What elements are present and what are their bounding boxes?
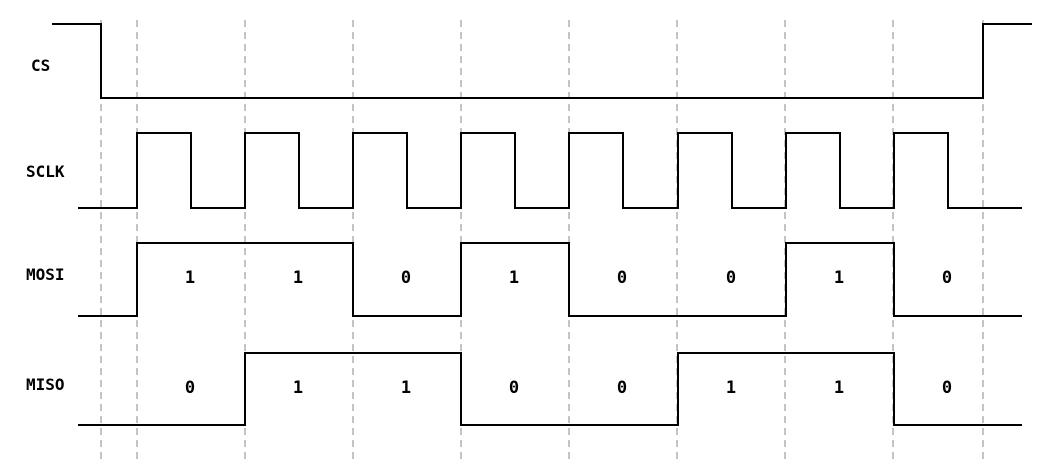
mosi-bit-value: 0 bbox=[401, 268, 411, 288]
mosi-bit-value: 1 bbox=[834, 268, 844, 288]
mosi-waveform bbox=[78, 242, 1022, 317]
mosi-bit-value: 0 bbox=[726, 268, 736, 288]
miso-bit-values: 0 1 1 0 0 1 1 0 bbox=[185, 378, 952, 398]
mosi-bit-value: 1 bbox=[185, 268, 195, 288]
mosi-bit-value: 1 bbox=[509, 268, 519, 288]
mosi-bit-values: 1 1 0 1 0 0 1 0 bbox=[185, 268, 952, 288]
sclk-waveform bbox=[78, 132, 1022, 209]
miso-label: MISO bbox=[26, 375, 65, 394]
mosi-bit-value: 0 bbox=[942, 268, 952, 288]
mosi-bit-value: 0 bbox=[617, 268, 627, 288]
miso-bit-value: 1 bbox=[401, 378, 411, 398]
mosi-bit-value: 1 bbox=[293, 268, 303, 288]
waveforms bbox=[52, 23, 1032, 426]
miso-bit-value: 1 bbox=[293, 378, 303, 398]
miso-waveform bbox=[78, 352, 1022, 426]
cs-label: CS bbox=[31, 56, 50, 75]
miso-bit-value: 1 bbox=[726, 378, 736, 398]
sclk-label: SCLK bbox=[26, 162, 65, 181]
miso-bit-value: 1 bbox=[834, 378, 844, 398]
mosi-label: MOSI bbox=[26, 265, 65, 284]
miso-bit-value: 0 bbox=[509, 378, 519, 398]
cs-waveform bbox=[52, 23, 1032, 99]
miso-bit-value: 0 bbox=[185, 378, 195, 398]
miso-bit-value: 0 bbox=[942, 378, 952, 398]
miso-bit-value: 0 bbox=[617, 378, 627, 398]
